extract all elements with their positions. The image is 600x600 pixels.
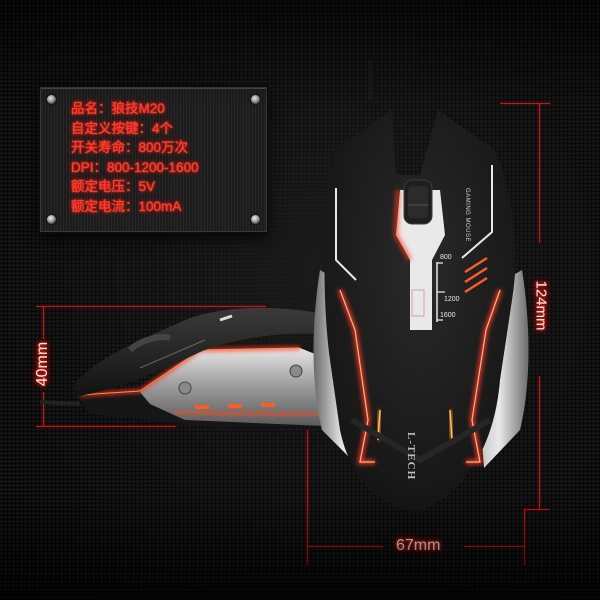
brand-logo: L-TECH xyxy=(405,432,417,481)
dpi-label-1200: 1200 xyxy=(444,296,460,303)
dpi-label-800: 800 xyxy=(440,254,452,261)
dpi-label-1600: 1600 xyxy=(440,312,456,319)
top-label-text: GAMING MOUSE xyxy=(464,188,470,243)
